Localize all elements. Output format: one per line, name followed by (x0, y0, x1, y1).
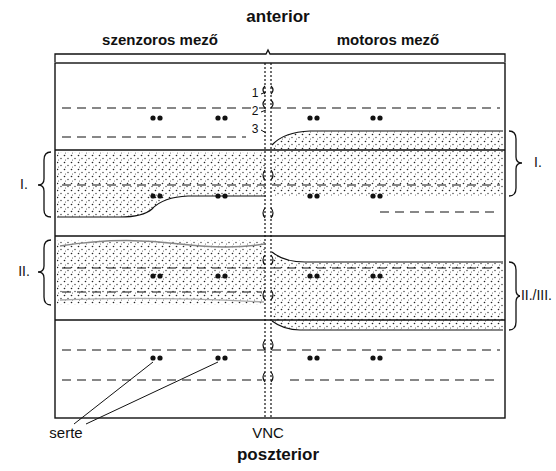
callout-leaders (74, 362, 153, 424)
seta-dots (370, 193, 375, 198)
segment-label: I. (19, 177, 29, 192)
seta-dots (215, 273, 220, 278)
ventral-nerve-cord (263, 170, 273, 180)
segment-frame (55, 319, 505, 320)
seta-dots (222, 273, 227, 278)
segment-frame (55, 235, 505, 236)
seta-dots (377, 193, 382, 198)
seta-dots (370, 115, 375, 120)
seta-dots (307, 273, 312, 278)
band-outline (272, 252, 503, 262)
field-heading: motoros mező (336, 32, 441, 49)
segment-label: II./III. (520, 288, 553, 303)
field-heading: szenzoros mező (101, 32, 219, 49)
dashed-lines (62, 107, 500, 108)
seta-dots (150, 115, 382, 360)
band-outline (57, 131, 503, 330)
braces (38, 152, 51, 217)
seta-dots (215, 193, 220, 198)
dashed-lines (62, 184, 500, 185)
field-bracket (55, 50, 505, 62)
seta-dots (215, 355, 220, 360)
segment-label: II. (17, 264, 31, 279)
callout-leaders (86, 362, 218, 424)
band-outline (272, 321, 503, 330)
seta-dots (150, 355, 155, 360)
seta-dots (377, 115, 382, 120)
seta-dots (222, 193, 227, 198)
dashed-lines (62, 349, 500, 350)
ventral-nerve-cord (263, 100, 273, 108)
seta-dots (157, 355, 162, 360)
seta-dots (222, 115, 227, 120)
braces (509, 131, 522, 196)
dashed-lines (62, 136, 246, 137)
ventral-nerve-cord (263, 290, 273, 300)
dashed-lines (62, 291, 262, 292)
seta-dots (370, 273, 375, 278)
seta-dots (377, 355, 382, 360)
ventral-nerve-cord (263, 255, 273, 265)
stippled-bands (272, 131, 503, 196)
seta-dots (150, 115, 155, 120)
callout-leaders (261, 110, 266, 112)
seta-dots (307, 115, 312, 120)
orientation-label: poszterior (236, 446, 320, 465)
seta-dots (222, 355, 227, 360)
callout-number: 2 (251, 105, 260, 118)
callout-leaders (261, 92, 266, 94)
band-outline (60, 298, 264, 302)
stippled-bands (57, 131, 503, 330)
dashed-lines (62, 108, 500, 380)
ventral-nerve-cord (263, 208, 273, 218)
ventral-nerve-cord (270, 63, 271, 418)
segment-frame (55, 63, 505, 418)
segment-frame (55, 63, 505, 418)
stippled-bands (272, 252, 503, 330)
seta-dots (377, 273, 382, 278)
seta-dots (150, 273, 155, 278)
segment-label: I. (533, 155, 543, 170)
field-bracket (55, 50, 505, 62)
dashed-lines (290, 379, 500, 380)
callout-leaders (74, 92, 266, 424)
seta-dots (370, 355, 375, 360)
ventral-nerve-cord (263, 372, 273, 382)
stippled-bands (57, 240, 266, 305)
dashed-lines (62, 379, 262, 380)
orientation-label: anterior (245, 8, 310, 27)
seta-dots (314, 115, 319, 120)
callout-leaders (261, 130, 266, 133)
seta-dots (157, 115, 162, 120)
part-label: VNC (251, 425, 285, 442)
ventral-nerve-cord (263, 340, 273, 350)
band-outline (57, 196, 266, 217)
seta-dots (314, 355, 319, 360)
seta-dots (157, 193, 162, 198)
band-outline (272, 131, 503, 145)
part-label: serte (48, 425, 83, 442)
seta-dots (157, 273, 162, 278)
segment-frame (55, 149, 505, 150)
braces (38, 240, 51, 305)
callout-number: 3 (251, 123, 260, 136)
seta-dots (314, 273, 319, 278)
braces (38, 131, 522, 330)
ventral-nerve-cord (264, 63, 265, 418)
callout-number: 1 (251, 87, 260, 100)
dashed-lines (62, 267, 500, 268)
ventral-nerve-cord (263, 63, 273, 418)
seta-dots (150, 193, 155, 198)
seta-dots (215, 115, 220, 120)
seta-dots (307, 193, 312, 198)
seta-dots (314, 193, 319, 198)
band-outline (60, 240, 264, 247)
dashed-lines (380, 211, 500, 212)
seta-dots (307, 355, 312, 360)
